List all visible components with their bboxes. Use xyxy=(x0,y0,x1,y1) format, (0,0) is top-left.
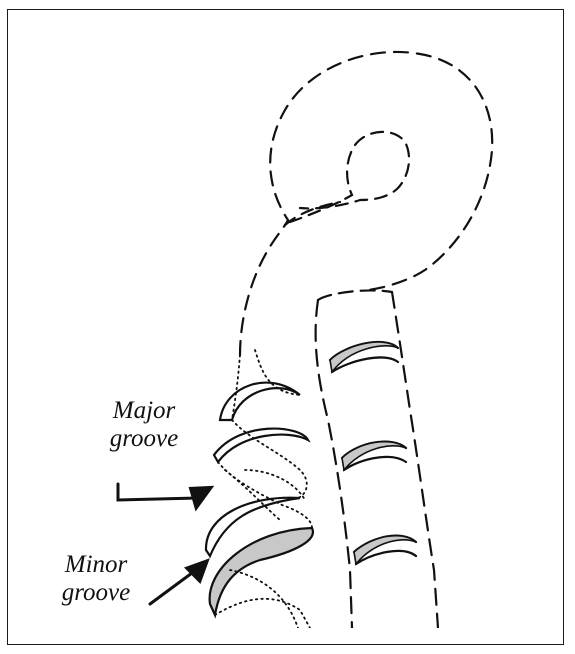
left-helix-ribbons xyxy=(206,383,313,615)
major-arrow-head xyxy=(190,487,212,509)
dashed-inner-loop xyxy=(290,132,409,222)
minor-label-line1: Minor xyxy=(56,551,136,579)
major-groove-arrow xyxy=(118,484,198,500)
right-helix-bands xyxy=(330,342,416,564)
minor-label-line2: groove xyxy=(56,579,136,607)
dashed-tube-top xyxy=(318,290,392,300)
dashed-tube-outer-right xyxy=(392,292,438,628)
minor-groove-label: Minor groove xyxy=(56,551,136,607)
minor-arrow-head xyxy=(186,560,208,582)
major-label-line1: Major xyxy=(104,397,184,425)
major-groove-label: Major groove xyxy=(104,397,184,453)
right-groove-fills xyxy=(330,342,416,564)
minor-groove-arrow xyxy=(150,570,196,604)
major-label-line2: groove xyxy=(104,425,184,453)
dashed-strand-left xyxy=(240,52,492,355)
